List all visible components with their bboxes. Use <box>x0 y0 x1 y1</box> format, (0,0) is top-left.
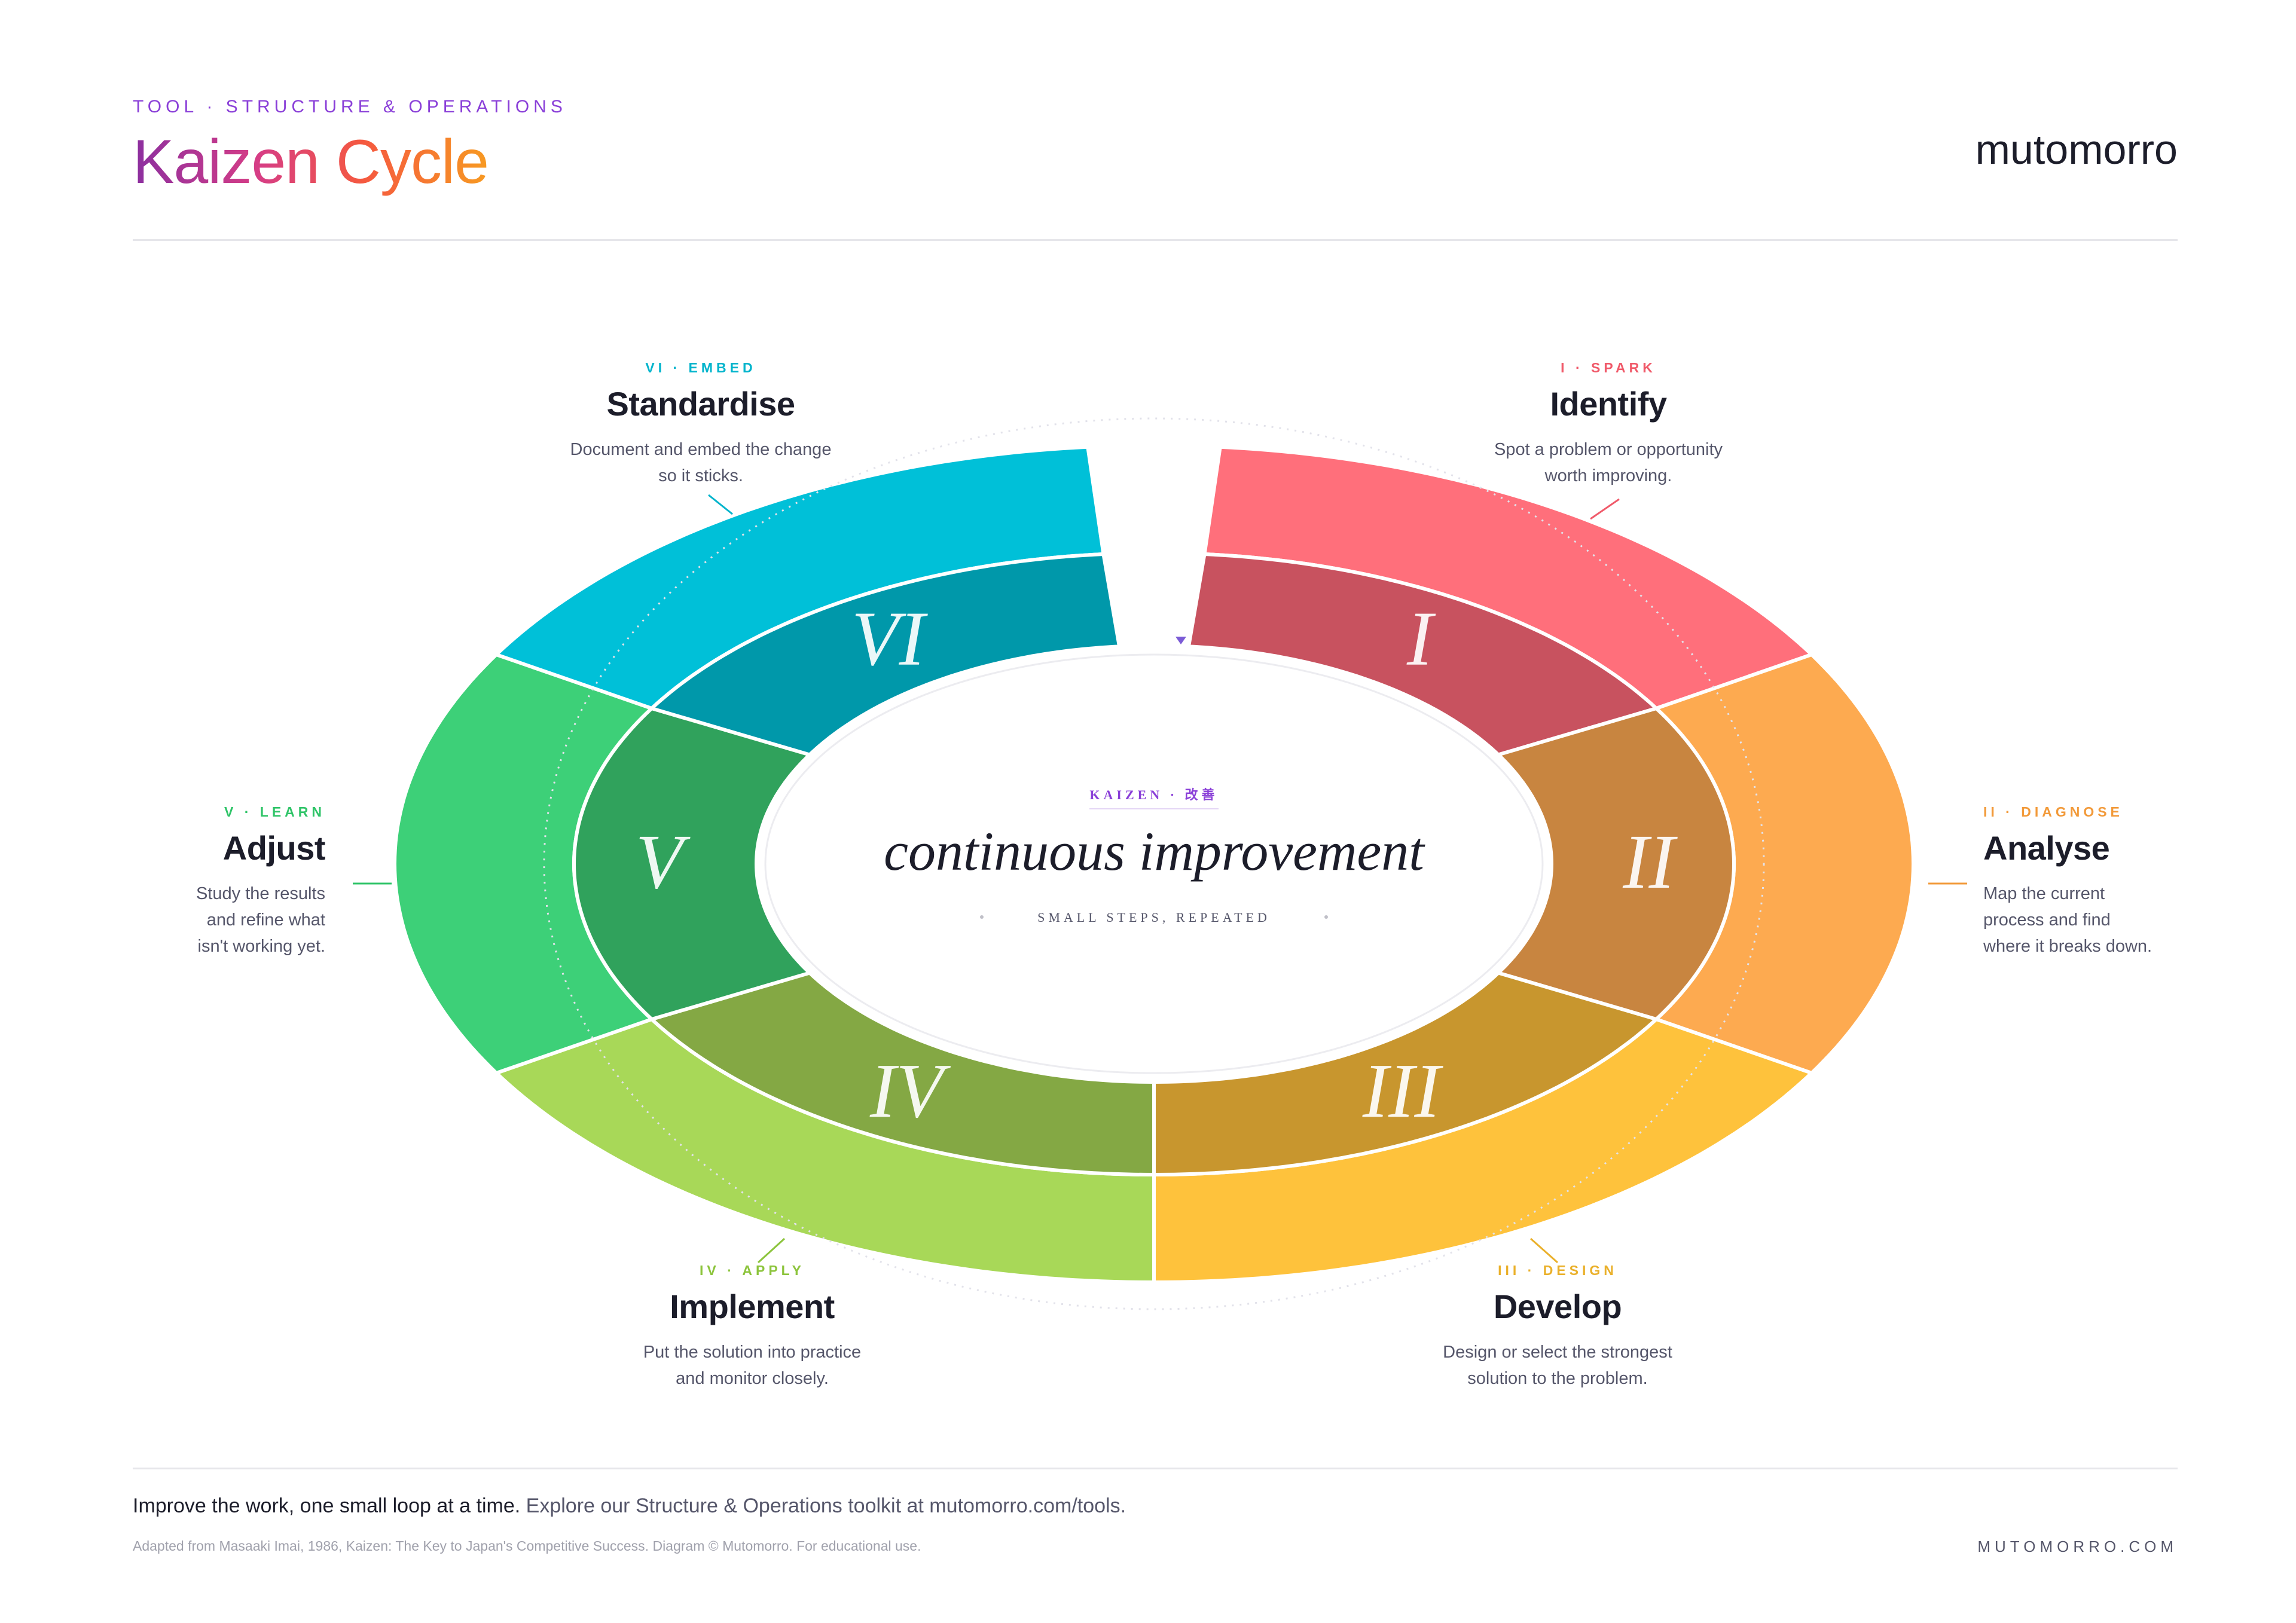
stage-numeral: II <box>1622 819 1678 905</box>
center-kicker: KAIZEN · 改善 <box>1089 787 1218 802</box>
footer-link-text[interactable]: Explore our Structure & Operations toolk… <box>526 1494 1126 1517</box>
brand-logo: mutomorro <box>1975 126 2178 173</box>
stage-heading: Implement <box>670 1288 835 1325</box>
stage-numeral: I <box>1406 596 1436 682</box>
stage-tag: II · DIAGNOSE <box>1983 804 2123 820</box>
stage-tag: V · LEARN <box>224 804 325 820</box>
stage-heading: Adjust <box>222 829 326 867</box>
stage-heading: Identify <box>1550 385 1667 423</box>
stage-heading: Standardise <box>606 385 795 423</box>
stage-numeral: IV <box>869 1048 951 1134</box>
leader-line <box>1590 498 1620 520</box>
header-divider <box>133 239 2178 241</box>
footer-brand[interactable]: MUTOMORRO.COM <box>1977 1538 2178 1555</box>
stage-tag: III · DESIGN <box>1498 1263 1617 1278</box>
stage-tag: IV · APPLY <box>700 1263 805 1278</box>
stage-heading: Analyse <box>1983 829 2110 867</box>
stage-numeral: V <box>636 819 691 905</box>
subtitle-dot-right <box>1324 915 1328 919</box>
stage-tag: I · SPARK <box>1561 360 1656 375</box>
stage-label-develop: III · DESIGN Develop Design or select th… <box>1348 1263 1767 1392</box>
leader-line <box>1530 1237 1558 1264</box>
stage-label-identify: I · SPARK Identify Spot a problem or opp… <box>1399 360 1818 489</box>
subtitle-dot-left <box>980 915 984 919</box>
eyebrow: TOOL · STRUCTURE & OPERATIONS <box>133 97 567 117</box>
stage-numeral: VI <box>851 596 928 682</box>
stage-tag: VI · EMBED <box>645 360 756 375</box>
footer-divider <box>133 1468 2178 1469</box>
stage-label-implement: IV · APPLY Implement Put the solution in… <box>543 1263 961 1392</box>
stage-numeral: III <box>1362 1048 1444 1134</box>
center-subtitle: SMALL STEPS, REPEATED <box>1037 910 1271 925</box>
start-marker-icon <box>1176 637 1186 644</box>
leader-line <box>757 1237 786 1264</box>
center-hub-ring <box>764 653 1544 1074</box>
page-title: Kaizen Cycle <box>133 127 489 197</box>
stage-label-standardise: VI · EMBED Standardise Document and embe… <box>491 360 910 489</box>
orbit-guide <box>543 417 1765 1310</box>
footer-lead: Improve the work, one small loop at a ti… <box>133 1494 521 1517</box>
stage-heading: Develop <box>1493 1288 1622 1325</box>
footer-tagline: Improve the work, one small loop at a ti… <box>133 1494 1126 1518</box>
center-title: continuous improvement <box>884 821 1425 882</box>
footer-credit: Adapted from Masaaki Imai, 1986, Kaizen:… <box>133 1538 921 1554</box>
center-hub <box>756 646 1552 1082</box>
leader-line <box>708 494 733 515</box>
